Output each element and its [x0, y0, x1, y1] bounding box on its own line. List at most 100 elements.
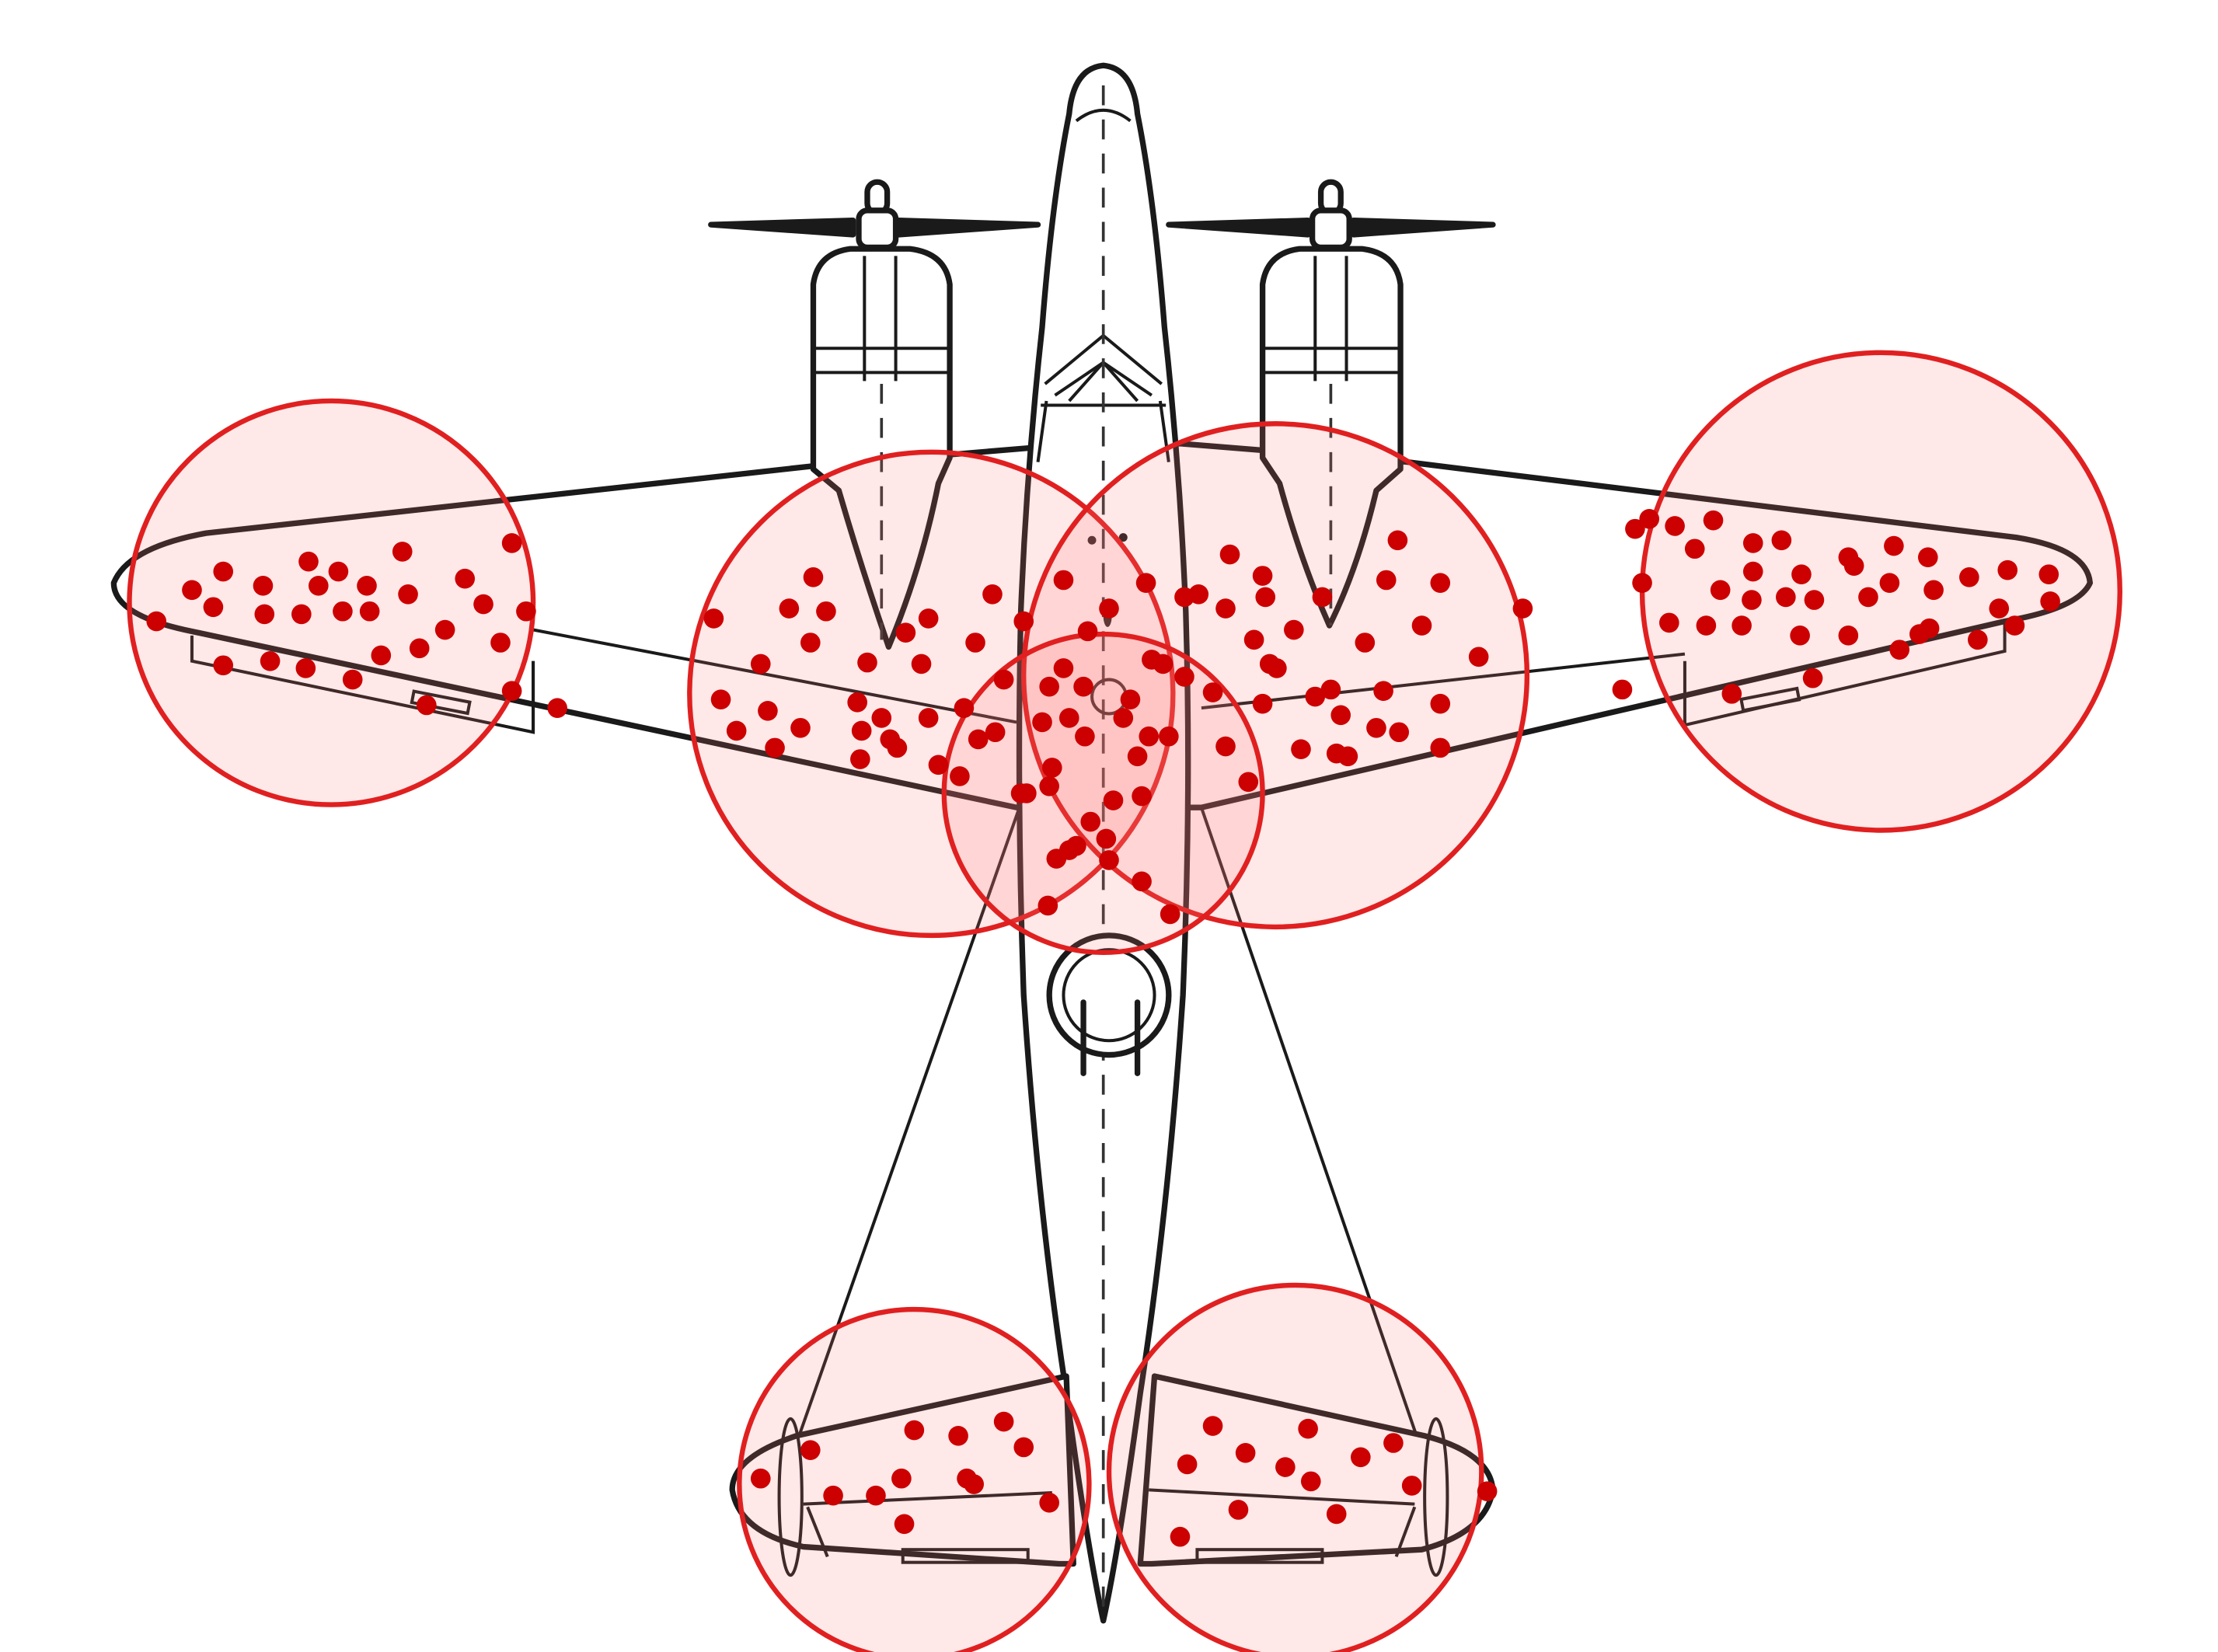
bullet-hit — [1038, 895, 1058, 916]
bullet-hit — [1968, 629, 1988, 650]
bullet-hit — [1135, 573, 1156, 593]
bullet-hit — [260, 650, 281, 671]
bullet-hit — [1255, 587, 1276, 608]
bullet-hit — [359, 601, 380, 622]
bullet-hit — [993, 669, 1014, 690]
bullet-hit — [1170, 1526, 1191, 1547]
bullet-hit — [1032, 712, 1052, 733]
bullet-hit — [1039, 676, 1059, 697]
aircraft-outline — [110, 62, 2094, 1624]
bullet-hit — [295, 658, 316, 678]
bullet-hit — [1843, 556, 1864, 577]
bullet-hit — [1235, 1442, 1256, 1463]
bullet-hit — [1096, 828, 1117, 849]
bullet-hit — [1013, 1437, 1034, 1458]
bullet-hit — [1923, 580, 1944, 601]
bullet-hit — [1077, 621, 1098, 642]
bullet-hit — [851, 720, 872, 741]
bullet-hit — [1103, 790, 1124, 810]
bullet-hit — [1202, 682, 1223, 702]
bullet-hit — [1639, 509, 1660, 529]
bullet-hit — [950, 766, 970, 786]
bullet-hit — [1959, 567, 1979, 587]
bullet-hit — [1053, 570, 1074, 591]
bullet-hit — [1259, 653, 1280, 674]
bullet-hit — [982, 584, 1003, 605]
bullet-hit — [253, 576, 274, 596]
bullet-hit — [1243, 629, 1264, 650]
bullet-hit — [1376, 570, 1397, 591]
bullet-hit — [547, 698, 567, 718]
bullet-hit — [750, 1468, 771, 1489]
bullet-hit — [800, 1440, 821, 1460]
bullet-hit — [1215, 736, 1236, 757]
bullet-hits — [146, 509, 2060, 1547]
bullet-hit — [1742, 533, 1763, 553]
bullet-hit — [965, 633, 985, 653]
bullet-hit — [1430, 737, 1451, 758]
bullet-hit — [954, 698, 975, 718]
bullet-hit — [182, 580, 202, 601]
bullet-hit — [1802, 667, 1823, 688]
bullet-hit — [887, 737, 908, 758]
bullet-hit — [1771, 530, 1792, 551]
bullet-hit — [1305, 686, 1326, 707]
bullet-hit — [918, 708, 939, 728]
bullet-hit — [1401, 1476, 1422, 1496]
left-flap — [532, 628, 1017, 724]
bullet-hit — [1312, 587, 1333, 608]
bullet-hit — [1320, 679, 1341, 700]
bullet-hit — [1099, 598, 1119, 619]
bullet-hit — [1742, 590, 1762, 610]
bullet-hit — [434, 619, 455, 640]
bullet-hit — [1721, 684, 1742, 704]
bullet-hit — [392, 542, 413, 562]
bullet-hit — [1127, 746, 1148, 767]
bullet-hit — [409, 638, 430, 659]
bullet-hit — [501, 681, 522, 702]
bullet-hit — [1430, 693, 1451, 714]
bullet-hit — [1174, 667, 1194, 687]
zone-center-fuselage — [941, 631, 1265, 956]
bullet-hit — [928, 755, 949, 775]
bullet-hit — [1838, 626, 1859, 646]
bullet-hit — [1411, 615, 1432, 636]
bullet-hit — [1275, 1457, 1296, 1477]
bullet-hit — [1291, 739, 1311, 760]
bullet-hit — [398, 584, 418, 605]
left-propeller — [708, 179, 1041, 251]
bullet-hit — [1383, 1433, 1404, 1453]
bullet-hit — [1337, 746, 1358, 767]
bullet-hit — [823, 1485, 843, 1506]
bullet-hit — [1389, 722, 1410, 743]
bullet-hit — [516, 601, 536, 622]
bullet-hit — [1228, 1500, 1249, 1520]
bullet-hit — [1884, 535, 1904, 556]
bullet-hit — [968, 729, 989, 750]
bullet-hit — [1099, 850, 1119, 870]
bullet-hit — [1284, 619, 1304, 640]
bullet-hit — [1252, 693, 1273, 714]
bullet-hit — [1153, 653, 1174, 674]
bullet-hit — [1039, 1493, 1059, 1513]
bullet-hit — [203, 597, 224, 618]
bullet-hit — [1989, 598, 2010, 619]
bullet-hit — [871, 708, 892, 728]
bullet-hit — [417, 695, 437, 716]
bullet-hit — [455, 568, 476, 589]
bullet-hit — [473, 594, 493, 615]
bullet-hit — [254, 604, 275, 625]
bullet-hit — [904, 1420, 925, 1441]
bullet-hit — [2040, 591, 2060, 612]
bullet-hit — [1202, 1416, 1223, 1436]
bullet-hit — [1684, 538, 1705, 559]
bullet-hit — [328, 561, 349, 582]
bullet-hit — [1889, 640, 1910, 660]
bullet-hit — [1160, 904, 1180, 925]
bullet-hit — [213, 561, 234, 582]
bullet-hit — [790, 717, 811, 738]
bullet-hit — [726, 720, 747, 741]
bullet-hit — [1512, 598, 1533, 619]
bullet-hit — [2038, 564, 2059, 584]
